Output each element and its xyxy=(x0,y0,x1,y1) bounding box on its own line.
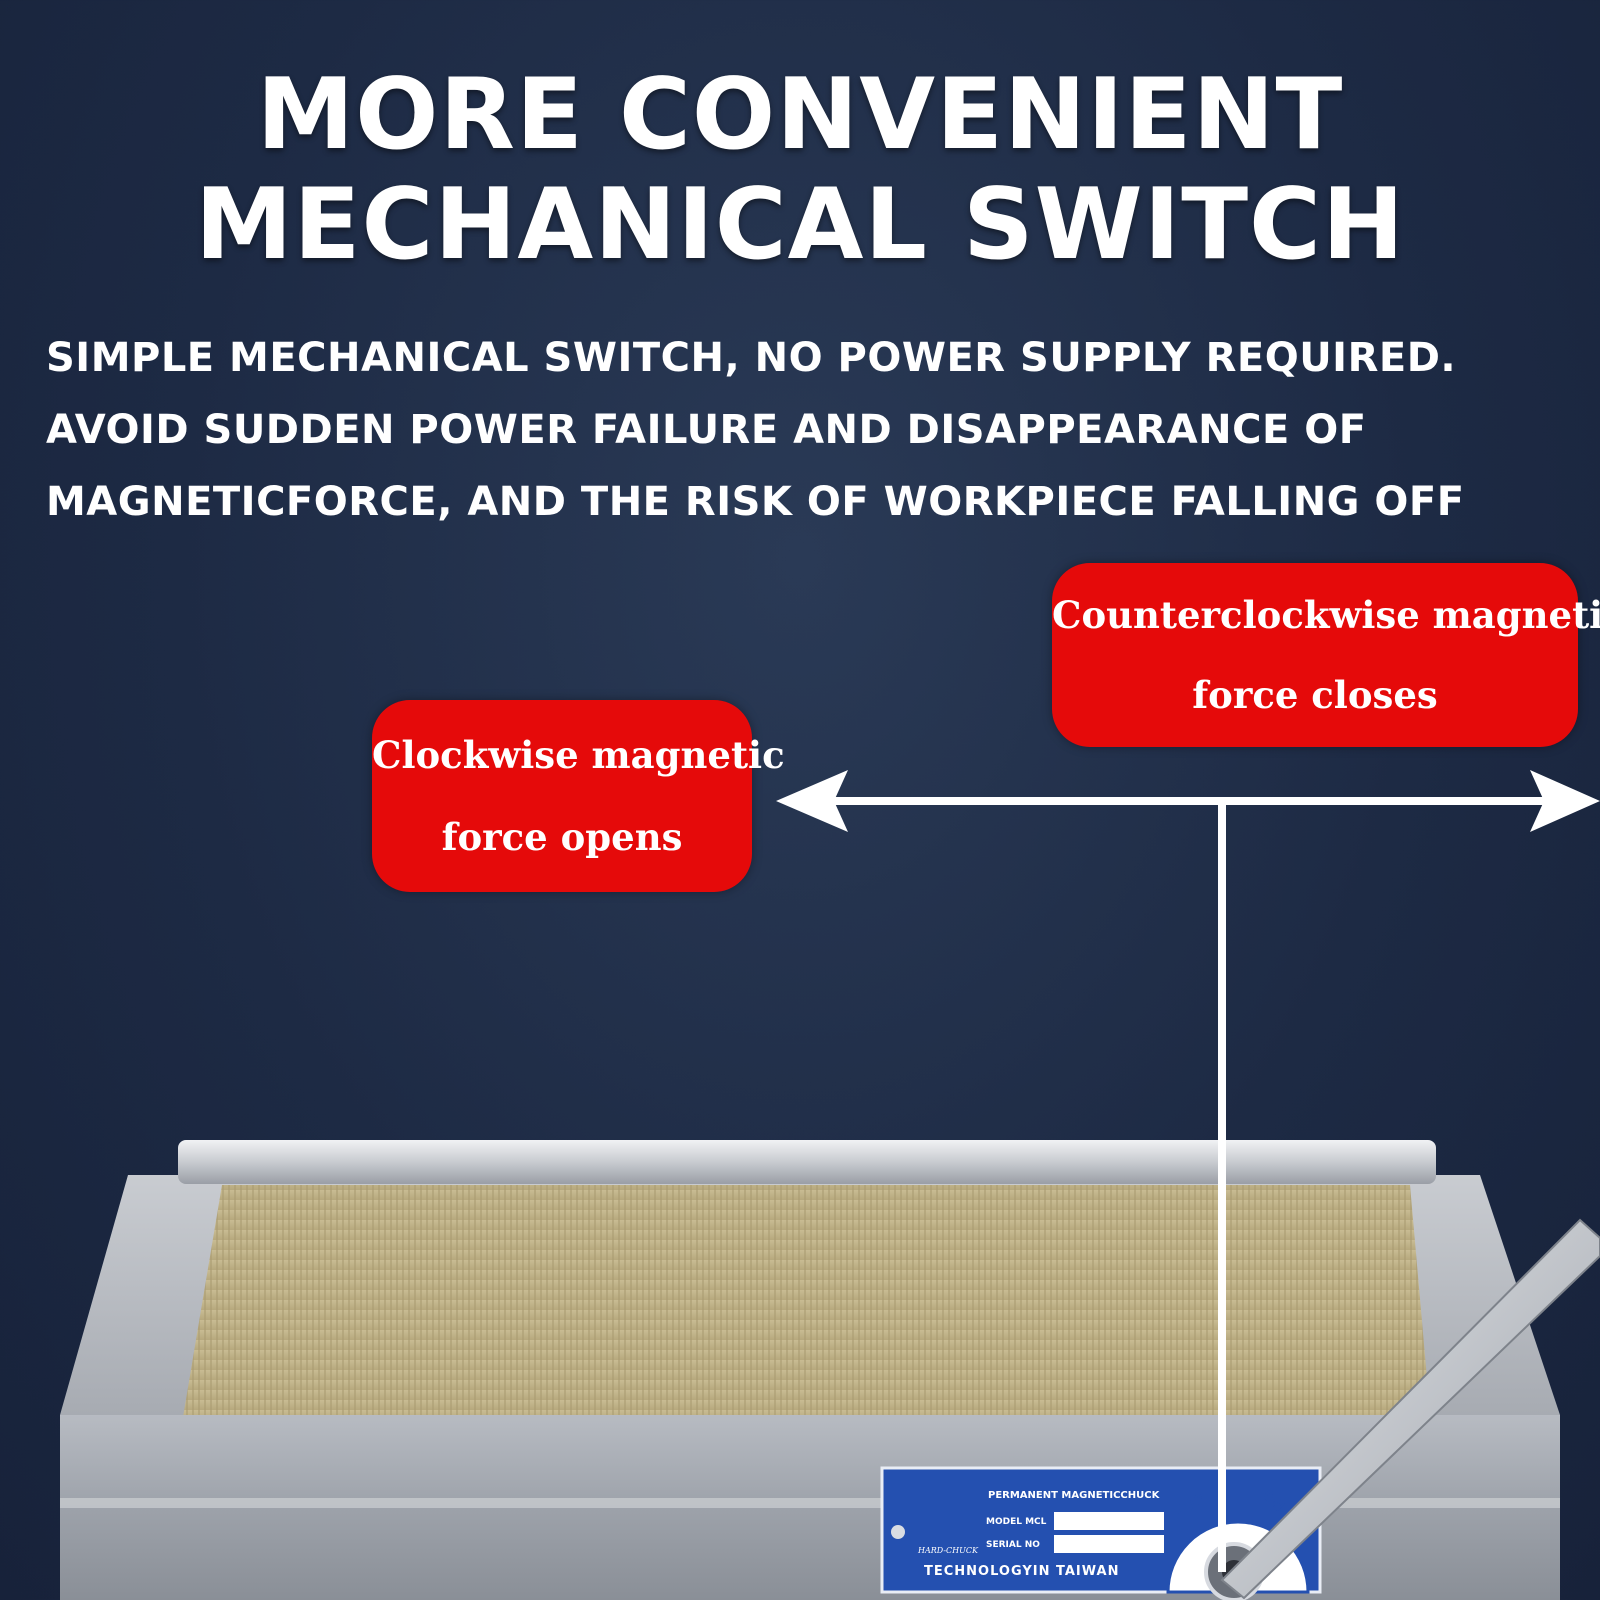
rotation-arrows xyxy=(776,770,1600,1572)
arrow-left-icon xyxy=(776,770,848,832)
description-line-1: SIMPLE MECHANICAL SWITCH, NO POWER SUPPL… xyxy=(46,335,1457,381)
arrow-right-icon xyxy=(1530,770,1600,832)
headline: MORE CONVENIENT MECHANICAL SWITCH xyxy=(0,60,1600,280)
description-line-2: AVOID SUDDEN POWER FAILURE AND DISAPPEAR… xyxy=(46,407,1367,453)
callout-counterclockwise-line-1: Counterclockwise magnetic xyxy=(1052,593,1600,637)
callout-counterclockwise-line-2: force closes xyxy=(1192,673,1438,717)
magnetic-pole-face xyxy=(180,1185,1432,1435)
nameplate-brand: HARD-CHUCK xyxy=(917,1546,979,1555)
back-rail xyxy=(178,1140,1436,1184)
nameplate-footer: TECHNOLOGYIN TAIWAN xyxy=(924,1564,1119,1579)
callout-clockwise-line-2: force opens xyxy=(441,815,683,859)
serial-field xyxy=(1054,1535,1164,1553)
headline-line-1: MORE CONVENIENT xyxy=(256,58,1344,172)
nameplate-model-label: MODEL MCL xyxy=(986,1517,1047,1527)
callout-clockwise-opens: Clockwise magnetic force opens xyxy=(372,700,785,892)
callout-clockwise-line-1: Clockwise magnetic xyxy=(372,733,785,777)
callout-counterclockwise-closes: Counterclockwise magnetic force closes xyxy=(1052,563,1600,747)
nameplate-title: PERMANENT MAGNETICCHUCK xyxy=(988,1490,1161,1501)
description-line-3: MAGNETICFORCE, AND THE RISK OF WORKPIECE… xyxy=(46,479,1465,525)
switch-handle[interactable] xyxy=(1220,1218,1600,1600)
nameplate-serial-label: SERIAL NO xyxy=(986,1540,1040,1550)
description: SIMPLE MECHANICAL SWITCH, NO POWER SUPPL… xyxy=(46,322,1576,538)
model-field xyxy=(1054,1512,1164,1530)
headline-line-2: MECHANICAL SWITCH xyxy=(195,168,1405,282)
